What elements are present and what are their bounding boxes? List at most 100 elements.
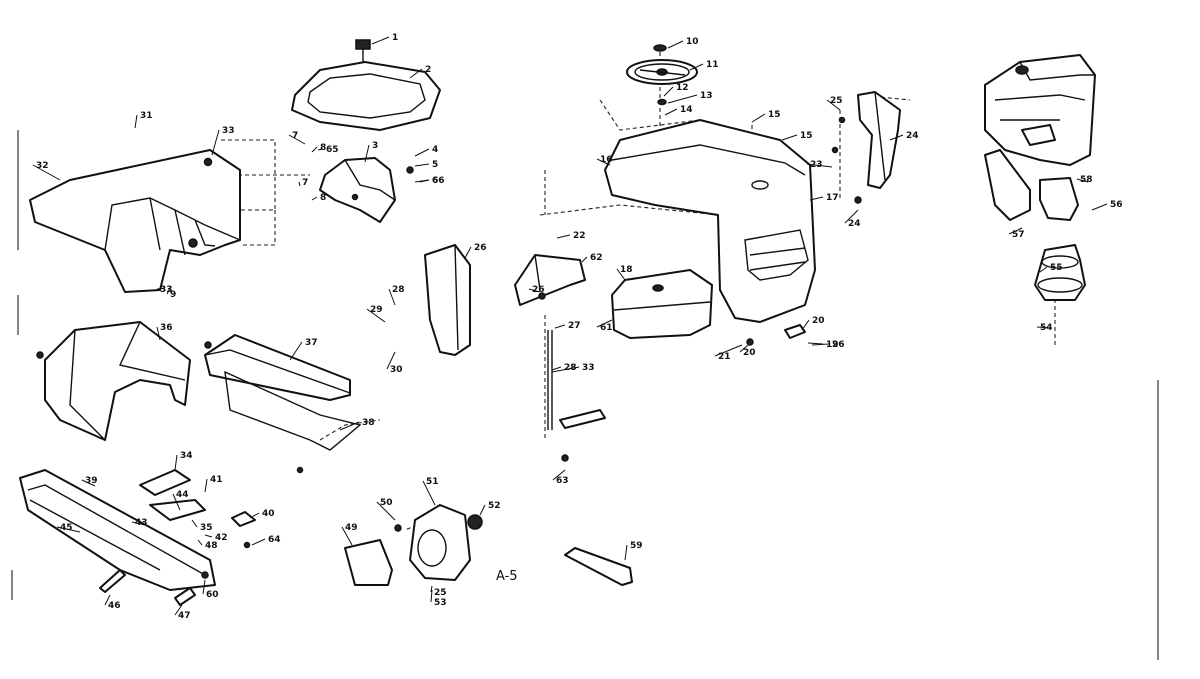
callout-leader-line (596, 158, 611, 166)
callout-leader-line (134, 114, 138, 129)
callout-leader-line (289, 341, 303, 361)
part-number-callout: 15 (800, 131, 813, 141)
part-number-callout: 35 (200, 523, 213, 533)
part-number-callout: 19 (826, 340, 839, 350)
callout-leader-line (81, 479, 96, 487)
callout-leader-line (1076, 178, 1089, 183)
callout-leader-line (479, 504, 486, 516)
part-number-callout: 55 (1050, 263, 1063, 273)
callout-leader-line (288, 134, 306, 145)
part-number-callout: 5 (432, 160, 438, 170)
callout-leader-line (596, 319, 613, 328)
linkage-parts (99, 469, 256, 606)
callout-leader-line (204, 534, 213, 538)
part-number-callout: 46 (108, 601, 121, 611)
part-number-callout: 57 (1012, 230, 1025, 240)
callout-leader-line (806, 163, 833, 168)
callout-leader-line (104, 594, 111, 606)
part-number-callout: 53 (434, 598, 447, 608)
handle-grip (564, 547, 633, 586)
part-number-callout: 51 (426, 477, 439, 487)
callout-leader-line (56, 526, 81, 533)
callout-leader-line (156, 326, 161, 341)
part-number-callout: 40 (262, 509, 275, 519)
part-number-callout: 32 (36, 161, 49, 171)
callout-leader-line (317, 148, 324, 151)
part-number-callout: 59 (630, 541, 643, 551)
starter-generator (344, 504, 483, 586)
callout-leader-line (430, 585, 433, 593)
part-number-callout: 31 (140, 111, 153, 121)
part-number-callout: 61 (600, 323, 613, 333)
steering-shaft (547, 330, 606, 462)
callout-leader-line (32, 164, 61, 181)
fuel-tank (611, 269, 713, 339)
callout-leader-line (667, 40, 684, 49)
part-number-callout: 8 (320, 193, 326, 203)
callout-leader-line (422, 480, 436, 506)
part-number-callout: 12 (676, 83, 689, 93)
right-support-bracket (857, 91, 901, 189)
part-number-callout: 26 (832, 340, 845, 350)
part-number-callout: 25 (830, 96, 843, 106)
part-number-callout: 66 (432, 176, 445, 186)
part-number-callout: 20 (812, 316, 825, 326)
part-number-callout: 23 (810, 160, 823, 170)
callout-leader-line (552, 469, 566, 481)
callout-leader-line (781, 134, 798, 141)
part-number-callout: 38 (362, 418, 375, 428)
callout-leader-line (298, 181, 301, 187)
callout-leader-line (166, 287, 171, 295)
part-number-callout: 4 (432, 145, 438, 155)
callout-leader-line (430, 589, 433, 603)
callout-leader-line (663, 86, 674, 97)
lower-frame (19, 469, 216, 591)
part-number-callout: 3 (372, 141, 378, 151)
part-number-callout: 64 (268, 535, 281, 545)
part-number-callout: 24 (848, 219, 861, 229)
part-number-callout: 62 (590, 253, 603, 263)
callout-leader-line (844, 209, 859, 224)
callout-leader-line (409, 68, 423, 79)
callout-leader-line (551, 366, 580, 373)
rear-fender-housing (29, 149, 241, 293)
muffler (984, 149, 1079, 221)
dash-hood (604, 119, 816, 323)
part-number-callout: 14 (680, 105, 693, 115)
part-number-callout: 28 (564, 363, 577, 373)
callout-leader-line (174, 604, 183, 616)
callout-leader-line (311, 196, 318, 201)
callout-leader-line (889, 134, 904, 141)
callout-leader-line (419, 179, 430, 183)
part-number-callout: 20 (743, 348, 756, 358)
callout-leader-line (388, 288, 396, 306)
callout-leader-line (809, 196, 824, 201)
part-number-callout: 11 (706, 60, 719, 70)
callout-leader-line (414, 163, 430, 167)
part-number-callout: 10 (686, 37, 699, 47)
part-number-callout: 47 (178, 611, 191, 621)
part-number-callout: 16 (600, 155, 613, 165)
callout-leader-line (386, 351, 396, 370)
part-number-callout: 7 (302, 178, 308, 188)
callout-leader-line (811, 343, 830, 346)
part-number-callout: 50 (380, 498, 393, 508)
callout-leader-line (624, 544, 628, 561)
part-number-callout: 24 (906, 131, 919, 141)
callout-leader-line (464, 246, 472, 259)
part-number-callout: 49 (345, 523, 358, 533)
callout-leader-line (311, 146, 318, 153)
part-number-callout: 36 (160, 323, 173, 333)
callout-leader-line (364, 144, 370, 163)
seat-bracket (319, 157, 396, 223)
part-number-callout: 44 (176, 490, 189, 500)
part-number-callout: 17 (826, 193, 839, 203)
floor-plate (204, 334, 362, 451)
part-number-callout: 54 (1040, 323, 1053, 333)
callout-leader-line (341, 526, 353, 546)
callout-leader-line (211, 129, 220, 156)
callout-leader-line (554, 324, 566, 329)
part-number-callout: 60 (206, 590, 219, 600)
callout-leader-line (739, 344, 749, 353)
hood-panel (44, 321, 191, 441)
